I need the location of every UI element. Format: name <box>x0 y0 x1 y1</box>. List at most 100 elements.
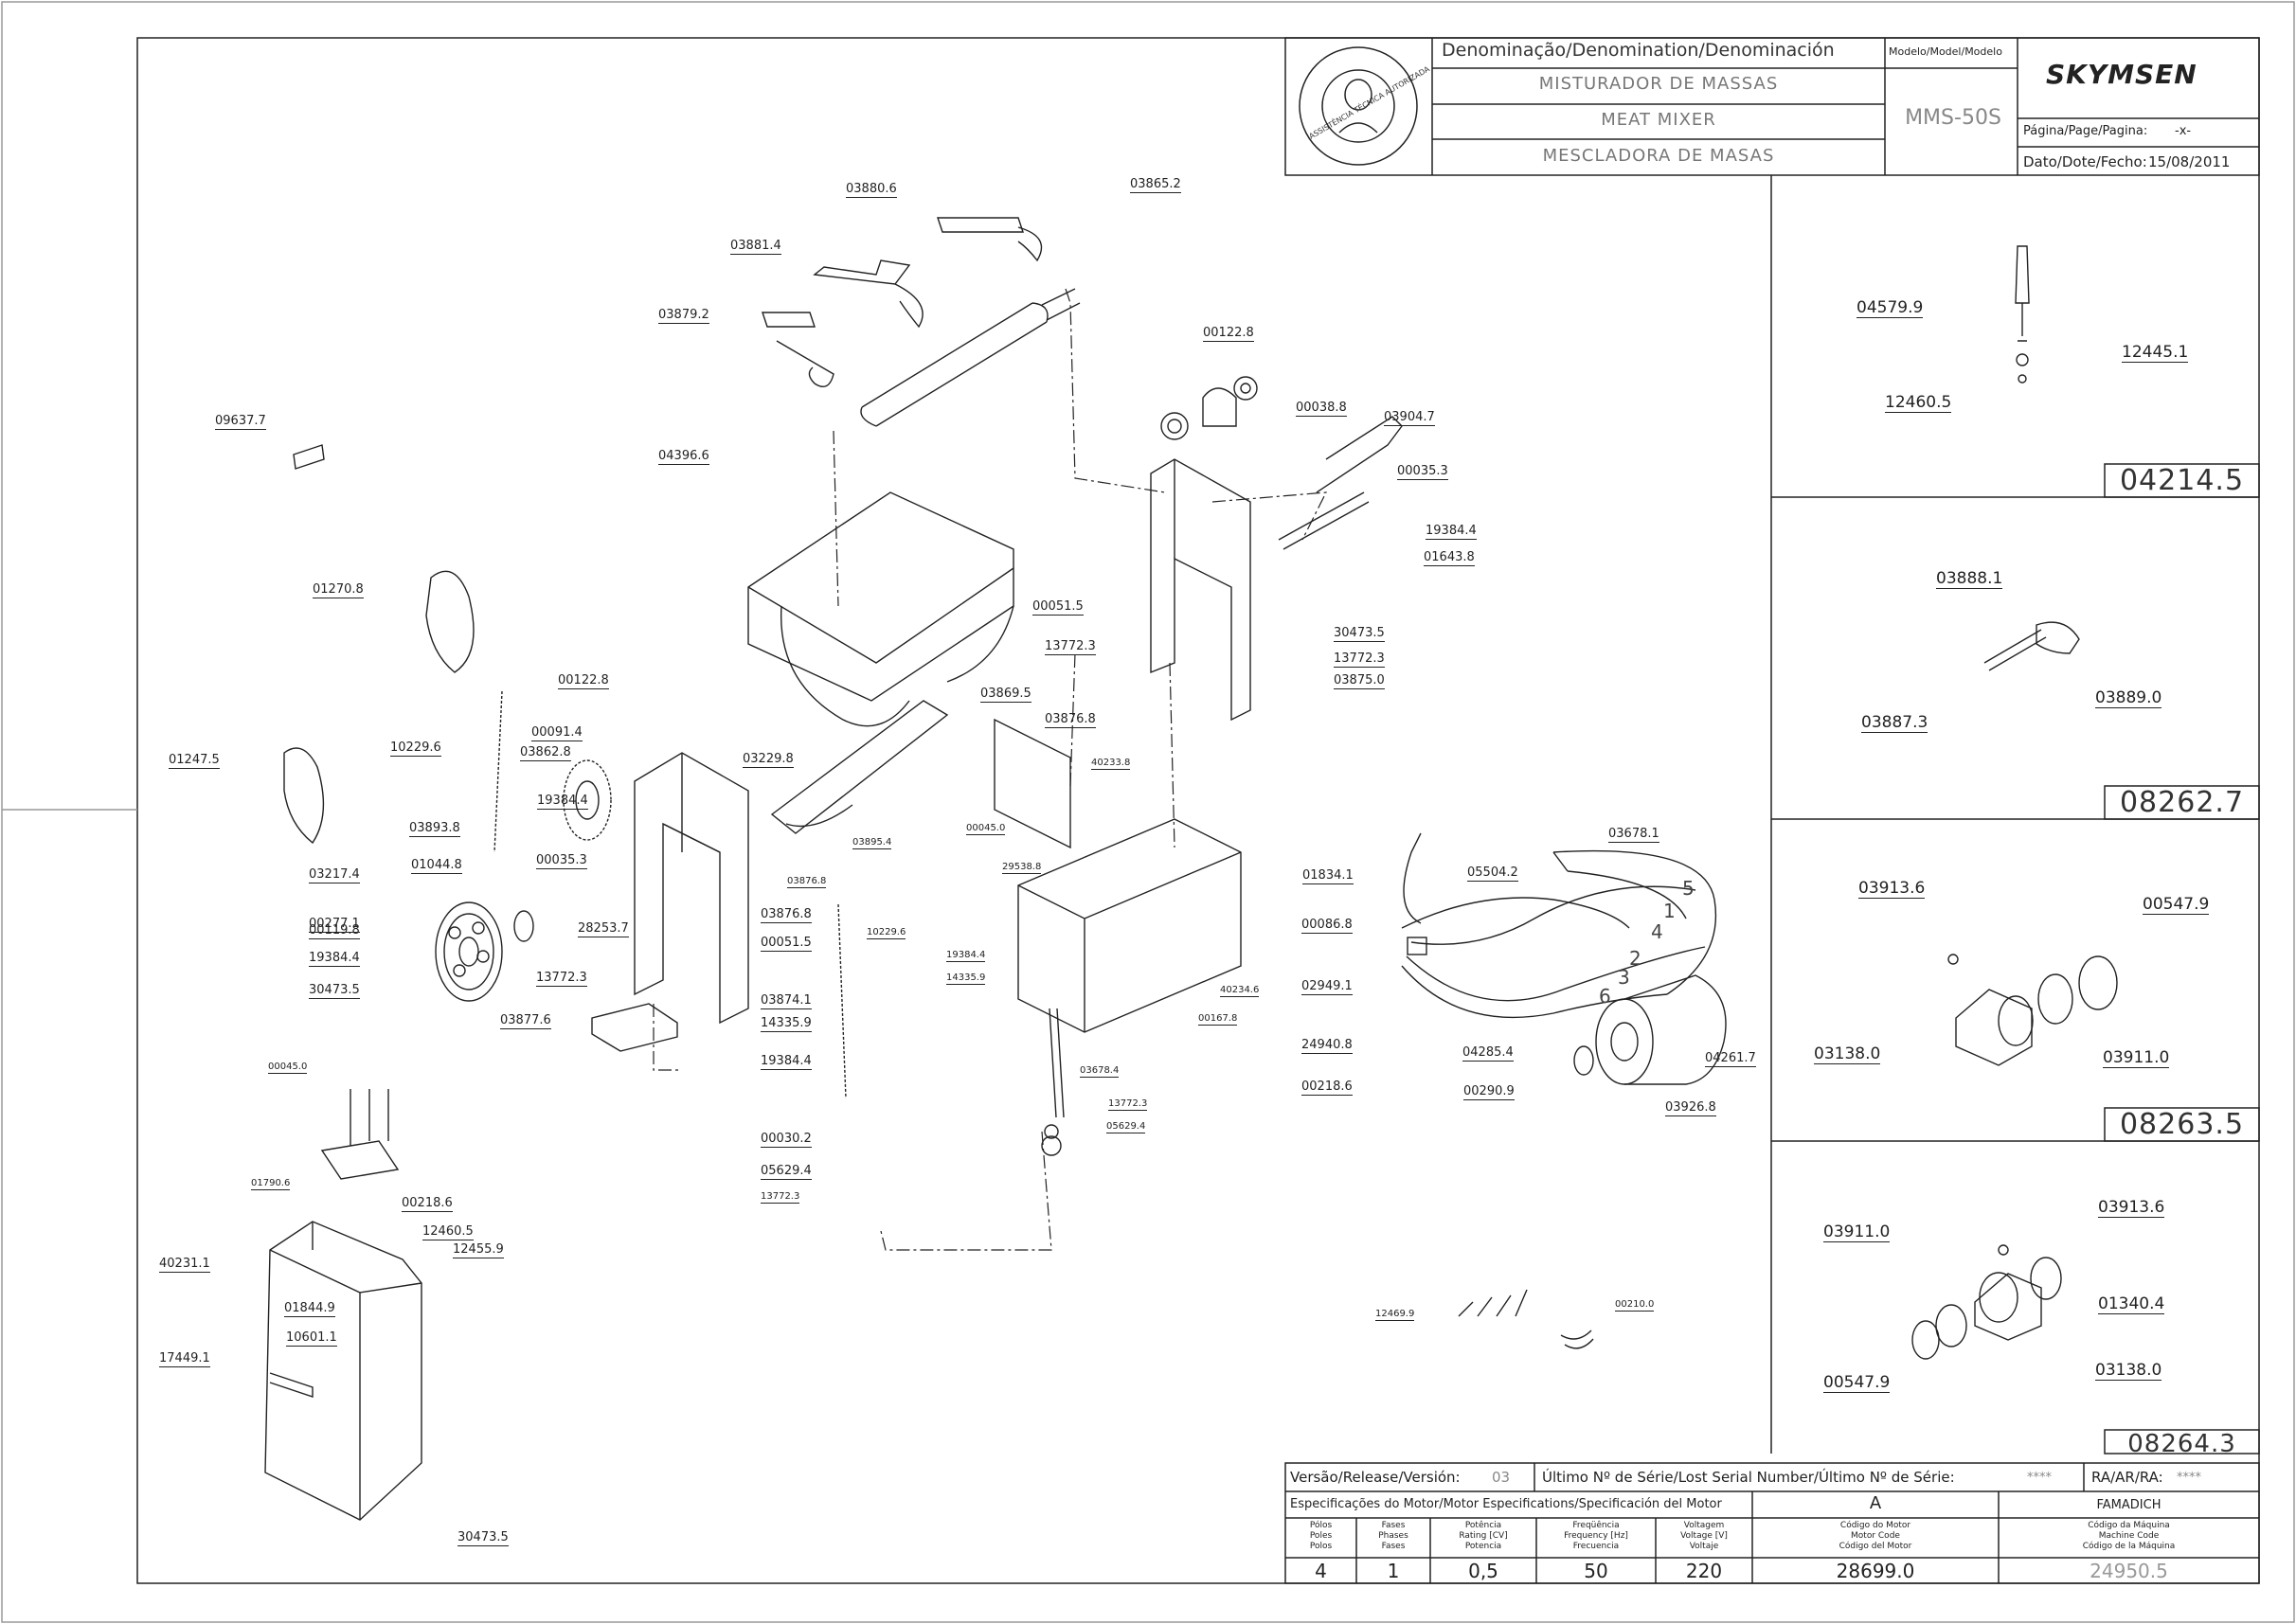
part-callout: 30473.5 <box>457 1530 509 1546</box>
part-callout: 00290.9 <box>1463 1084 1515 1100</box>
page-label: Página/Page/Pagina: <box>2023 124 2148 138</box>
insert-code-1: 04214.5 <box>2119 464 2245 497</box>
part-callout: 40234.6 <box>1220 985 1260 997</box>
product-name-en: MEAT MIXER <box>1601 110 1716 130</box>
insert-part-callout: 03913.6 <box>1858 879 1926 899</box>
part-callout: 00086.8 <box>1301 918 1353 934</box>
part-callout: 13772.3 <box>1108 1098 1148 1111</box>
motor-spec-value: 4 <box>1315 1560 1327 1582</box>
part-callout: 14335.9 <box>946 973 986 985</box>
part-callout: 17449.1 <box>159 1351 210 1367</box>
page-value: -x- <box>2175 124 2192 138</box>
part-callout: 00210.0 <box>1615 1299 1655 1312</box>
wire-number: 4 <box>1651 920 1663 943</box>
part-callout: 05504.2 <box>1467 866 1518 882</box>
wire-number: 1 <box>1663 900 1676 922</box>
insert-code-2: 08262.7 <box>2119 786 2245 819</box>
part-callout: 03874.1 <box>761 993 812 1009</box>
part-callout: 01270.8 <box>313 582 364 598</box>
serial-label: Último Nº de Série/Lost Serial Number/Úl… <box>1542 1469 1955 1486</box>
part-callout: 14335.9 <box>761 1016 812 1032</box>
part-callout: 19384.4 <box>537 794 588 810</box>
ra-value: **** <box>2177 1471 2201 1485</box>
part-callout: 03862.8 <box>520 745 571 761</box>
part-callout: 00045.0 <box>966 823 1006 835</box>
part-callout: 00035.3 <box>1397 464 1448 480</box>
part-callout: 03678.4 <box>1080 1065 1120 1078</box>
insert-code-4: 08264.3 <box>2127 1430 2236 1458</box>
insert-part-callout: 03888.1 <box>1936 569 2003 589</box>
part-callout: 29538.8 <box>1002 862 1042 874</box>
release-label: Versão/Release/Versión: <box>1290 1469 1461 1486</box>
part-callout: 19384.4 <box>946 950 986 962</box>
part-callout: 00277.1 <box>309 917 360 933</box>
part-callout: 03893.8 <box>409 821 460 837</box>
motor-spec-label: Voltagem Voltage [V] Voltaje <box>1680 1521 1728 1551</box>
part-callout: 10229.6 <box>390 741 441 757</box>
motor-spec-label: Código da Máquina Machine Code Código de… <box>2082 1521 2176 1551</box>
motor-spec-label: Fases Phases Fases <box>1378 1521 1408 1551</box>
part-callout: 00119.8 <box>309 923 360 939</box>
part-callout: 01247.5 <box>169 753 220 769</box>
insert-part-callout: 00547.9 <box>2143 895 2210 915</box>
release-value: 03 <box>1492 1469 1511 1486</box>
part-callout: 10229.6 <box>867 927 906 939</box>
part-callout: 13772.3 <box>1334 651 1385 668</box>
date-value: 15/08/2011 <box>2148 153 2231 170</box>
wire-number: 2 <box>1629 947 1641 970</box>
part-callout: 03876.8 <box>787 876 827 888</box>
insert-part-callout: 03911.0 <box>2103 1048 2170 1068</box>
date-label: Dato/Dote/Fecho: <box>2023 153 2147 170</box>
part-callout: 13772.3 <box>1045 639 1096 655</box>
part-callout: 01790.6 <box>251 1178 291 1190</box>
part-callout: 09637.7 <box>215 414 266 430</box>
motor-spec-value: 50 <box>1584 1560 1608 1582</box>
part-callout: 01044.8 <box>411 858 462 874</box>
insert-part-callout: 01340.4 <box>2098 1294 2165 1314</box>
part-callout: 12455.9 <box>453 1242 504 1258</box>
wire-number: 3 <box>1618 966 1630 989</box>
motor-spec-value: 0,5 <box>1468 1560 1498 1582</box>
motor-manufacturer: FAMADICH <box>2096 1498 2161 1512</box>
motor-spec-header: Especificações do Motor/Motor Especifica… <box>1290 1497 1722 1511</box>
part-callout: 00218.6 <box>1301 1080 1353 1096</box>
part-callout: 03875.0 <box>1334 673 1385 689</box>
part-callout: 04261.7 <box>1705 1051 1756 1067</box>
part-callout: 30473.5 <box>1334 626 1385 642</box>
motor-spec-value: 220 <box>1685 1560 1723 1582</box>
insert-part-callout: 00547.9 <box>1823 1373 1891 1393</box>
part-callout: 24940.8 <box>1301 1038 1353 1054</box>
wire-number: 6 <box>1599 985 1611 1008</box>
part-callout: 28253.7 <box>578 921 629 937</box>
motor-spec-value: 1 <box>1387 1560 1400 1582</box>
part-callout: 19384.4 <box>761 1054 812 1070</box>
part-callout: 03876.8 <box>1045 712 1096 728</box>
part-callout: 03881.4 <box>730 239 781 255</box>
insert-part-callout: 03138.0 <box>1814 1044 1881 1064</box>
motor-code-letter: A <box>1869 1493 1882 1513</box>
part-callout: 03895.4 <box>852 837 892 849</box>
ra-label: RA/AR/RA: <box>2091 1469 2163 1486</box>
motor-spec-label: Código do Motor Motor Code Código del Mo… <box>1839 1521 1912 1551</box>
part-callout: 13772.3 <box>761 1191 800 1204</box>
motor-spec-value: 28699.0 <box>1836 1560 1915 1582</box>
part-callout: 00091.4 <box>531 725 583 741</box>
part-callout: 02949.1 <box>1301 979 1353 995</box>
part-callout: 01844.9 <box>284 1301 335 1317</box>
part-callout: 00038.8 <box>1296 401 1347 417</box>
model-label: Modelo/Model/Modelo <box>1889 45 2002 58</box>
product-name-pt: MISTURADOR DE MASSAS <box>1538 74 1779 94</box>
insert-part-callout: 03911.0 <box>1823 1222 1891 1242</box>
part-callout: 00030.2 <box>761 1132 812 1148</box>
part-callout: 03904.7 <box>1384 410 1435 426</box>
part-callout: 03877.6 <box>500 1013 551 1029</box>
part-callout: 40231.1 <box>159 1257 210 1273</box>
part-callout: 19384.4 <box>1426 524 1477 540</box>
serial-value: **** <box>2027 1471 2052 1485</box>
insert-part-callout: 12460.5 <box>1885 393 1952 413</box>
part-callout: 03876.8 <box>761 907 812 923</box>
part-callout: 01834.1 <box>1302 868 1354 884</box>
part-callout: 00167.8 <box>1198 1013 1238 1026</box>
wire-number: 5 <box>1682 877 1695 900</box>
